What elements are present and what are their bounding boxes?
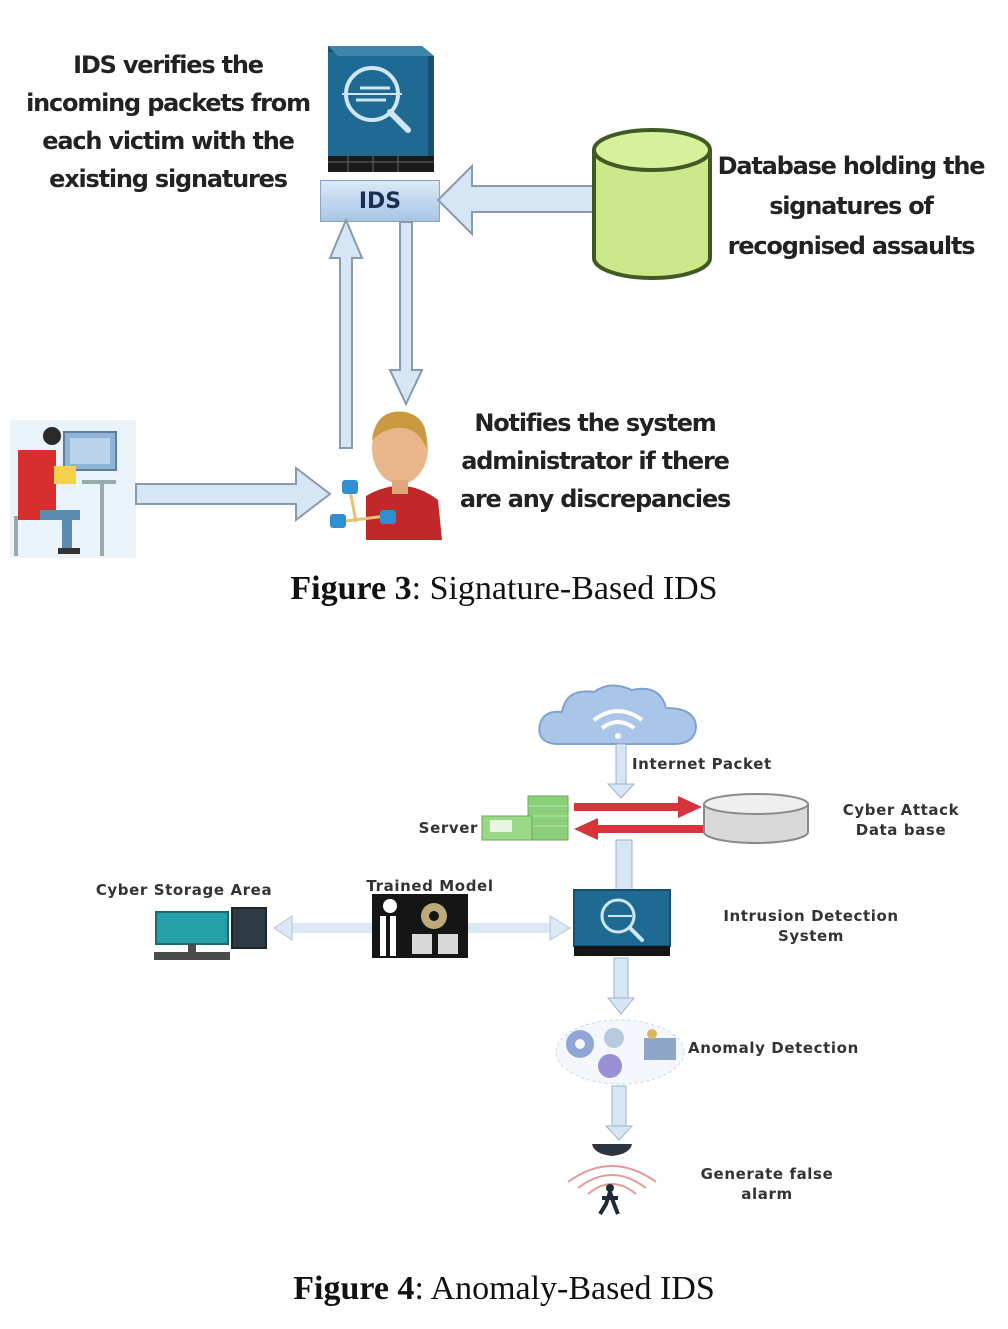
label-line: Database holding the	[717, 152, 986, 180]
trained-model-label: Trained Model	[366, 877, 494, 895]
ids-box-label: IDS	[358, 188, 402, 214]
caption-number: Figure 4	[293, 1270, 415, 1307]
ids-verifies-label: IDS verifies the incoming packets from e…	[8, 46, 328, 198]
ids-label: Intrusion Detection System	[672, 906, 950, 946]
cyber-attack-db-label: Cyber Attack Data base	[806, 800, 996, 840]
server-icon	[481, 795, 569, 841]
caption-text: Signature-Based IDS	[421, 570, 718, 607]
label-line: Notifies the system	[474, 409, 716, 437]
trained-model-icon	[372, 894, 468, 958]
label-line: are any discrepancies	[459, 485, 731, 513]
arrow-cloud-to-server	[606, 743, 636, 799]
label-line: Cyber Attack	[842, 801, 960, 819]
label-line: IDS verifies the	[73, 51, 264, 79]
arrow-model-to-ids	[468, 915, 571, 941]
arrow-user-to-admin	[135, 465, 332, 523]
internet-packet-label: Internet Packet	[632, 755, 772, 773]
database-icon	[703, 793, 809, 844]
label-line: recognised assaults	[727, 232, 976, 260]
label-line: Data base	[855, 821, 947, 839]
user-at-computer-icon	[10, 420, 136, 558]
label-line: incoming packets from	[26, 89, 311, 117]
figure-4-caption: Figure 4: Anomaly-Based IDS	[0, 1270, 1008, 1308]
network-nodes-icon	[330, 480, 396, 528]
computer-storage-icon	[154, 907, 267, 960]
arrow-db-to-server	[574, 818, 704, 840]
label-line: System	[777, 927, 845, 945]
arrow-anomaly-to-alarm	[604, 1085, 634, 1141]
database-cylinder-icon	[592, 128, 712, 280]
arrow-ids-to-anomaly	[606, 957, 636, 1015]
arrow-admin-to-ids	[328, 217, 364, 449]
arrow-database-to-ids	[436, 163, 595, 237]
caption-number: Figure 3	[290, 570, 412, 607]
ids-box: IDS	[320, 180, 440, 222]
label-line: Intrusion Detection	[723, 907, 899, 925]
arrow-model-to-storage	[273, 915, 372, 941]
administrator-icon	[366, 411, 442, 540]
false-alarm-label: Generate false alarm	[664, 1164, 870, 1204]
anomaly-label: Anomaly Detection	[688, 1039, 859, 1057]
caption-separator: :	[414, 1270, 424, 1307]
alarm-sensor-icon	[567, 1144, 657, 1216]
label-line: signatures of	[769, 192, 934, 220]
anomaly-gears-icon	[555, 1019, 685, 1085]
figure-3-caption: Figure 3: Signature-Based IDS	[0, 570, 1008, 608]
cyber-storage-label: Cyber Storage Area	[95, 881, 273, 899]
caption-text: Anomaly-Based IDS	[423, 1270, 715, 1307]
caption-separator: :	[411, 570, 422, 607]
arrow-ids-to-admin	[388, 221, 424, 407]
server-label: Server	[418, 819, 478, 837]
label-line: administrator if there	[461, 447, 730, 475]
label-line: alarm	[741, 1185, 793, 1203]
label-line: Generate false	[700, 1165, 834, 1183]
notifies-label: Notifies the system administrator if the…	[440, 404, 750, 518]
arrow-server-to-db	[574, 796, 702, 818]
label-line: each victim with the	[42, 127, 295, 155]
arrow-server-to-ids	[615, 839, 633, 893]
label-line: existing signatures	[49, 165, 288, 193]
database-label: Database holding the signatures of recog…	[706, 146, 996, 266]
ids-appliance-icon	[573, 889, 671, 956]
ids-appliance-icon	[328, 46, 434, 172]
cloud-wifi-icon	[538, 684, 698, 745]
